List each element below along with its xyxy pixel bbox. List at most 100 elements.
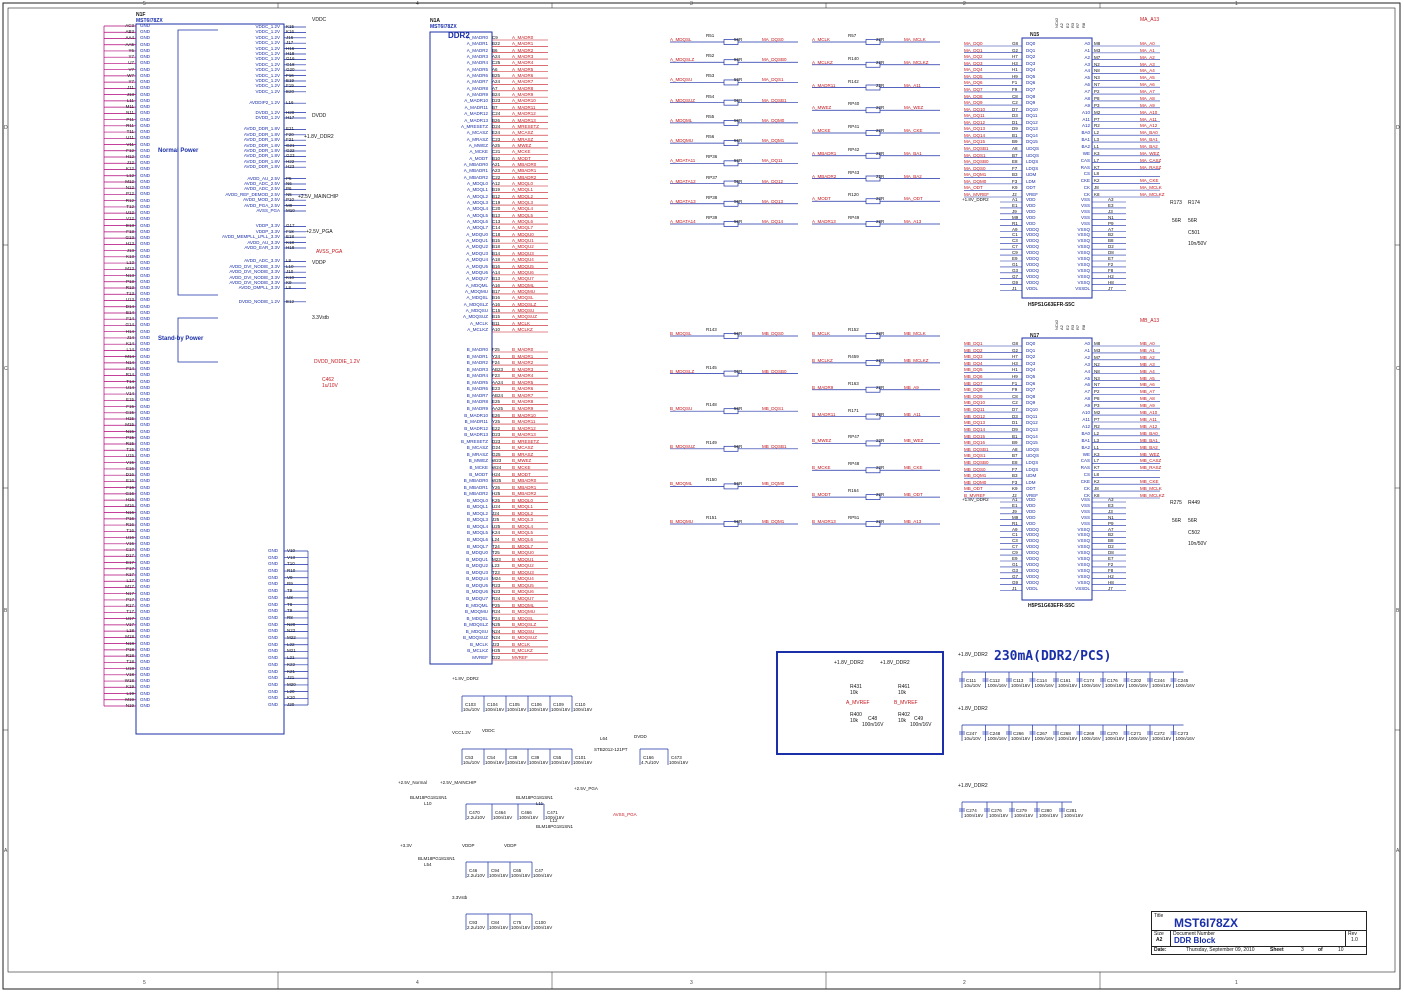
n1a-b-pin-ball: N24 <box>492 628 501 634</box>
n1f-pin-name: GND <box>140 434 150 440</box>
n1f-pin-ball: G15 <box>125 409 134 415</box>
n17-pin: BA2 <box>1081 444 1090 450</box>
n15-ball: H7 <box>1012 54 1018 60</box>
n17-net: MB_DQ14 <box>964 426 986 432</box>
n1f-pin-ball: L11 <box>126 97 134 103</box>
n1a-b-pin-name: B_MADR6 <box>466 386 488 392</box>
n1f-gnd-pin-name: GND <box>268 614 278 620</box>
n1f-gnd-pin-name: GND <box>268 594 278 600</box>
n1a-a-pin-ball: B15 <box>492 314 501 320</box>
n17-pin: DQ0 <box>1026 341 1036 346</box>
n1a-b-pin-name: B_MDQU7 <box>466 596 488 602</box>
n1f-pin-ball: U15 <box>125 453 134 459</box>
ra-b-right-net: MB_DQM1 <box>762 519 785 524</box>
n1a-b-pin-name: B_MADR8 <box>466 399 488 405</box>
ra-a-left-net: A_MDQSL <box>670 37 692 42</box>
doc-label: Document Number <box>1173 931 1215 937</box>
n17-net: MB_RASZ <box>1140 465 1162 471</box>
n15-net: MA_A4 <box>1140 68 1155 74</box>
n15-net: MA_CKE <box>1140 178 1159 184</box>
n17-net: MB_A0 <box>1140 341 1155 346</box>
n17-ball: G2 <box>1012 347 1019 353</box>
n15-pin: CK <box>1083 192 1090 197</box>
n17-net: MB_BA1 <box>1140 437 1158 443</box>
n1f-power-pin-ball: E19 <box>286 78 295 83</box>
n17-vdd-pin: VDD <box>1026 520 1036 526</box>
ra-b-res-val: 22R <box>876 331 885 336</box>
n1a-a-net: A_MDQL1 <box>512 187 534 193</box>
n1a-b-net: B_MDQL3 <box>512 517 534 523</box>
n1f-gnd-pin-name: GND <box>268 635 278 641</box>
n17-vdd-pin: VDDQ <box>1026 573 1040 579</box>
rev-value: 1.0 <box>1351 937 1358 943</box>
n1f-pin-ball: AB3 <box>125 29 134 35</box>
decap-row3-cap-val: 100n/16V <box>964 813 984 818</box>
pf-pga-cap-val: 2.2u/10V <box>467 815 486 820</box>
n1f-pin-name: GND <box>140 66 150 72</box>
n17-ball: M2 <box>1094 410 1101 416</box>
n1a-b-pin-name: B_MRESETZ <box>460 438 488 444</box>
n17-vdd-pin: VDDQ <box>1026 561 1040 567</box>
ra-a-res-ref: R55 <box>706 113 715 119</box>
n15-vdd-pin: VDD <box>1026 202 1036 208</box>
n1a-b-net: B_MDQU3 <box>512 569 534 575</box>
n1a-a-pin-name: A_MDQL1 <box>466 187 488 193</box>
ra-a-right-net: MA_DQSB0 <box>762 57 787 63</box>
n15-pin: A6 <box>1084 82 1090 88</box>
ra-b-res-ref: R151 <box>706 515 717 520</box>
n1f-pin-ball: AA4 <box>125 35 134 41</box>
n1f-gnd-pin-name: GND <box>268 608 278 614</box>
ra-a-res-ref: RP39 <box>706 215 718 220</box>
n1a-a-pin-ball: C20 <box>492 206 501 212</box>
n1a-b-pin-name: B_MADR5 <box>466 379 488 385</box>
decap-row2-cap-val: 100n/16V <box>1034 736 1054 741</box>
pf-pga-cap-val: 100n/16V <box>545 815 565 820</box>
n1a-a-pin-ball: B18 <box>492 244 501 250</box>
ra-b-left-net: B_MDQSLZ <box>670 368 695 374</box>
n15-pin: A3 <box>1084 61 1090 67</box>
n17-vdd-ball: J9 <box>1012 508 1017 514</box>
n1f-pin-name: GND <box>140 540 150 546</box>
n1f-power-pin-ball: E20 <box>286 88 295 94</box>
n15-vdd-ball: M9 <box>1012 214 1019 220</box>
n1f-pin-ball: P13 <box>125 278 134 284</box>
n1f-power-pin-name: AVDD_DVI_NODIE_3.3V <box>229 280 280 285</box>
n15-net: MA_DQSB0 <box>964 159 989 165</box>
n1a-a-pin-name: A_MADR4 <box>466 60 488 66</box>
n1f-pin-ball: G13 <box>125 235 134 241</box>
n1f-pin-name: GND <box>140 166 150 172</box>
n15-net: MA_DQ12 <box>964 119 986 125</box>
n1f-power-pin-name: AVDD_AU_3.3V <box>247 239 280 245</box>
n17-vss-ball: P9 <box>1108 520 1114 526</box>
ra-a-left-net: A_MADR11 <box>812 82 836 88</box>
n1f-pin-ball: J12 <box>126 160 134 166</box>
n15-net: MA_RASZ <box>1140 164 1162 170</box>
ra-a-res-ref: RP41 <box>848 124 860 129</box>
n1a-b-pin-name: B_MDQSU <box>465 628 488 634</box>
ra-a-left-net: A_MDATA13 <box>670 198 696 204</box>
n15-net: MA_DQ8 <box>964 93 983 99</box>
n15-ball: P2 <box>1094 89 1100 95</box>
n1f-pin-ball: T15 <box>126 447 134 453</box>
n17-pin: BA1 <box>1081 437 1090 443</box>
n1f-pin-name: GND <box>140 35 150 41</box>
n17-pin: A6 <box>1084 382 1090 388</box>
pf-l10-ref: L10 <box>424 801 432 806</box>
n15-ref: N15 <box>1030 32 1040 38</box>
n1f-gnd-pin-ball: R9 <box>287 581 293 587</box>
n1a-b-pin-ball: Y26 <box>492 484 501 490</box>
n15-top-rail: MA_A13 <box>1140 17 1160 23</box>
n1f-pin-name: GND <box>140 185 150 191</box>
n1f-power-pin-ball: M9 <box>286 202 293 208</box>
n17-pin: WE <box>1082 451 1090 457</box>
n1a-b-net: B_MADR0 <box>512 347 534 352</box>
decap-row2-cap-val: 100n/16V <box>1058 736 1078 741</box>
n1f-gnd-pin-ball: T9 <box>287 588 293 594</box>
n1a-a-pin-ball: B11 <box>492 320 500 326</box>
n1f-power-pin-name: AVDDIP2_1.2V <box>249 100 280 106</box>
n1a-b-net: B_MADR11 <box>512 419 536 425</box>
n1f-pin-ball: E14 <box>125 309 134 315</box>
n17-pin: DQ9 <box>1026 400 1036 406</box>
n1a-a-net: A_MDQL4 <box>512 206 534 212</box>
ra-b-res-ref: RP51 <box>848 515 860 520</box>
